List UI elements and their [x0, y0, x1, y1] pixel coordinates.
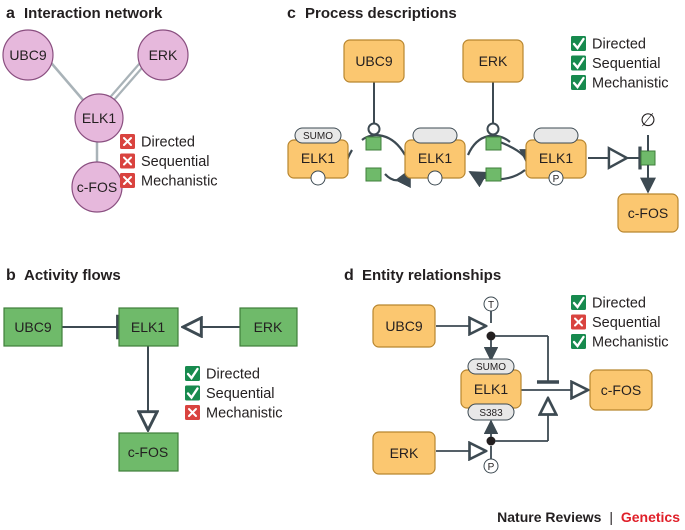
node-ubc9-d: [372, 304, 436, 348]
node-elk1-a-label: ELK1: [82, 110, 116, 126]
node-ubc9-a: [2, 29, 54, 81]
panel-c-title: Process descriptions: [305, 5, 457, 22]
check-mark-icon: [572, 76, 585, 89]
s383-tag-d-label: S383: [479, 408, 503, 419]
node-ubc9-d-label: UBC9: [385, 318, 423, 334]
node-cfos-c-label: c-FOS: [628, 205, 668, 221]
node-cfos-d: [589, 369, 653, 411]
legend-a-item: Directed: [141, 135, 195, 151]
process-square-2: [365, 167, 382, 182]
journal-section: Genetics: [621, 509, 680, 525]
site-empty-2: [427, 170, 443, 186]
check-mark-icon: [572, 335, 585, 348]
journal-credit: Nature Reviews | Genetics: [497, 509, 680, 525]
empty-tag-c2: [533, 127, 579, 144]
node-erk-c: [462, 39, 524, 83]
legend-a-item: Mechanistic: [141, 174, 218, 190]
legend-b-item: Directed: [206, 367, 260, 383]
process-square-3: [485, 136, 502, 151]
node-ubc9-b-label: UBC9: [14, 319, 52, 335]
node-erk-d: [372, 431, 436, 475]
cross-mark-icon: [123, 176, 132, 185]
process-square-4: [485, 167, 502, 182]
sink-icon: ∅: [640, 110, 656, 130]
legend-c-item: Sequential: [592, 56, 661, 72]
panel-d: d Entity relationships T P UBC9 ELK1 SUM…: [344, 267, 669, 475]
sumo-tag-c-label: SUMO: [303, 131, 333, 142]
phospho-site-c-label: P: [553, 174, 560, 185]
node-erk-b-label: ERK: [254, 319, 283, 335]
reaction-phosphorylation: [499, 140, 537, 167]
panel-a-title: Interaction network: [24, 5, 163, 22]
legend-d-item: Sequential: [592, 315, 661, 331]
panel-a: a Interaction network UBC9 ERK ELK1 c-FO…: [2, 5, 218, 213]
threonine-site-d-label: T: [488, 300, 494, 311]
process-square-1: [365, 136, 382, 151]
node-elk1-a: [74, 93, 124, 143]
legend-a-item: Sequential: [141, 154, 210, 170]
legend-b-item: Mechanistic: [206, 406, 283, 422]
node-elk1-b-label: ELK1: [131, 319, 165, 335]
panel-b-letter: b: [6, 267, 16, 284]
node-elk1-c-label: ELK1: [418, 150, 452, 166]
cross-mark-icon: [188, 408, 197, 417]
panel-d-letter: d: [344, 267, 354, 284]
legend-d-item: Directed: [592, 296, 646, 312]
node-elk1-b: [118, 307, 179, 347]
node-elk1-p-c-label: ELK1: [539, 150, 573, 166]
empty-tag-c: [412, 127, 458, 144]
node-cfos-d-label: c-FOS: [601, 382, 641, 398]
process-transcription: [640, 150, 656, 166]
panel-d-title: Entity relationships: [362, 267, 501, 284]
legend-d-item: Mechanistic: [592, 335, 669, 351]
node-ubc9-c: [343, 39, 405, 83]
panel-b: b Activity flows UBC9 ELK1 ERK c-FOS Dir…: [3, 267, 298, 472]
node-erk-a-label: ERK: [149, 47, 178, 63]
node-erk-a: [137, 29, 189, 81]
node-cfos-b-label: c-FOS: [128, 444, 168, 460]
node-ubc9-b: [3, 307, 63, 347]
node-elk1-d-label: ELK1: [474, 381, 508, 397]
panel-a-letter: a: [6, 5, 15, 22]
panel-c-letter: c: [287, 5, 296, 22]
node-erk-c-label: ERK: [479, 53, 508, 69]
cross-mark-icon: [123, 156, 132, 166]
legend-c-item: Directed: [592, 37, 646, 53]
legend-b-item: Sequential: [206, 386, 275, 402]
node-cfos-b: [118, 432, 179, 472]
check-mark-icon: [572, 296, 585, 309]
panel-b-title: Activity flows: [24, 267, 121, 284]
check-mark-icon: [572, 57, 585, 70]
journal-name: Nature Reviews: [497, 509, 601, 525]
cross-mark-icon: [123, 137, 132, 146]
edge-ubc9-elk1: [46, 57, 90, 108]
node-ubc9-c-label: UBC9: [355, 53, 393, 69]
phospho-site-d-label: P: [488, 462, 495, 473]
check-mark-icon: [186, 367, 199, 380]
check-mark-icon: [572, 37, 585, 50]
node-erk-b: [239, 307, 298, 347]
site-empty-1: [310, 170, 326, 186]
s383-tag-d: [467, 403, 515, 421]
sumo-tag-c: [294, 127, 342, 144]
check-mark-icon: [186, 387, 199, 400]
legend-c-item: Mechanistic: [592, 76, 669, 92]
panel-c: c Process descriptions ∅ UBC9 ERK: [287, 5, 679, 233]
node-erk-d-label: ERK: [390, 445, 419, 461]
credit-separator: |: [609, 509, 613, 525]
node-cfos-c: [617, 193, 679, 233]
node-cfos-a-label: c-FOS: [77, 179, 117, 195]
sumo-tag-d: [467, 358, 515, 375]
phospho-site-c: [548, 170, 564, 186]
sumo-tag-d-label: SUMO: [476, 362, 506, 373]
node-ubc9-a-label: UBC9: [9, 47, 47, 63]
cross-mark-icon: [574, 317, 583, 327]
node-elk1-sumo-c-label: ELK1: [301, 150, 335, 166]
